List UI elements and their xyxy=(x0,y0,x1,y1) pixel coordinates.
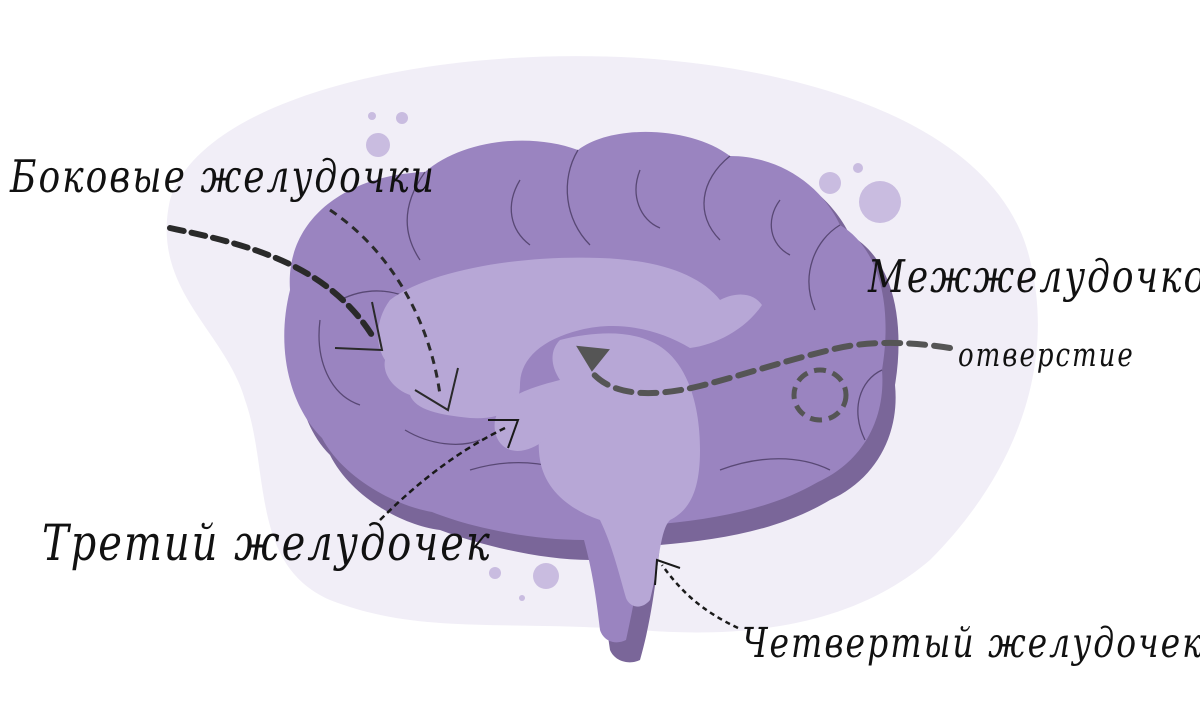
arrow-lateral-ventricles xyxy=(167,208,459,412)
ventricles xyxy=(378,257,762,607)
label-lateral-ventricles: Боковые желудочки xyxy=(10,152,436,204)
arrow-fourth-ventricle xyxy=(654,558,739,630)
label-interventricular-foramen-line2: отверстие xyxy=(958,337,1135,375)
label-interventricular-foramen-line1: Межжелудочковое xyxy=(868,252,1200,304)
arrow-interventricular-foramen xyxy=(576,339,953,423)
arrow-third-ventricle xyxy=(379,419,520,521)
label-fourth-ventricle: Четвертый желудочек xyxy=(742,618,1200,667)
decorative-bubbles xyxy=(366,112,901,601)
label-third-ventricle: Третий желудочек xyxy=(42,515,492,573)
